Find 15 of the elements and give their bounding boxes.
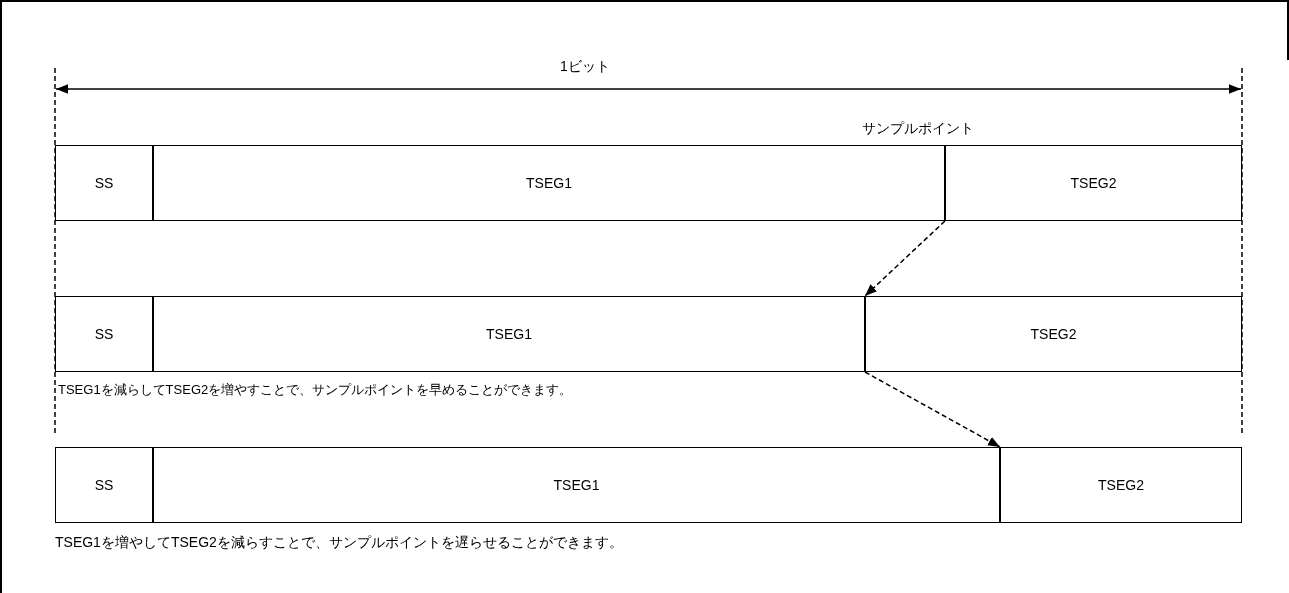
sample-point-label: サンプルポイント: [862, 120, 974, 138]
segment-box: TSEG1: [153, 447, 1000, 523]
segment-box: TSEG2: [1000, 447, 1242, 523]
segment-box: TSEG2: [945, 145, 1242, 221]
segment-box: TSEG2: [865, 296, 1242, 372]
arrow: [864, 371, 1001, 448]
segment-box: TSEG1: [153, 145, 945, 221]
arrow: [864, 220, 946, 297]
dimension-label: 1ビット: [560, 58, 610, 76]
segment-box: TSEG1: [153, 296, 865, 372]
note-text: TSEG1を増やしてTSEG2を減らすことで、サンプルポイントを遅らせることができます。: [55, 534, 623, 552]
segment-box: SS: [55, 447, 153, 523]
segment-box: SS: [55, 296, 153, 372]
note-text: TSEG1を減らしてTSEG2を増やすことで、サンプルポイントを早めることができます。: [58, 381, 573, 399]
segment-box: SS: [55, 145, 153, 221]
